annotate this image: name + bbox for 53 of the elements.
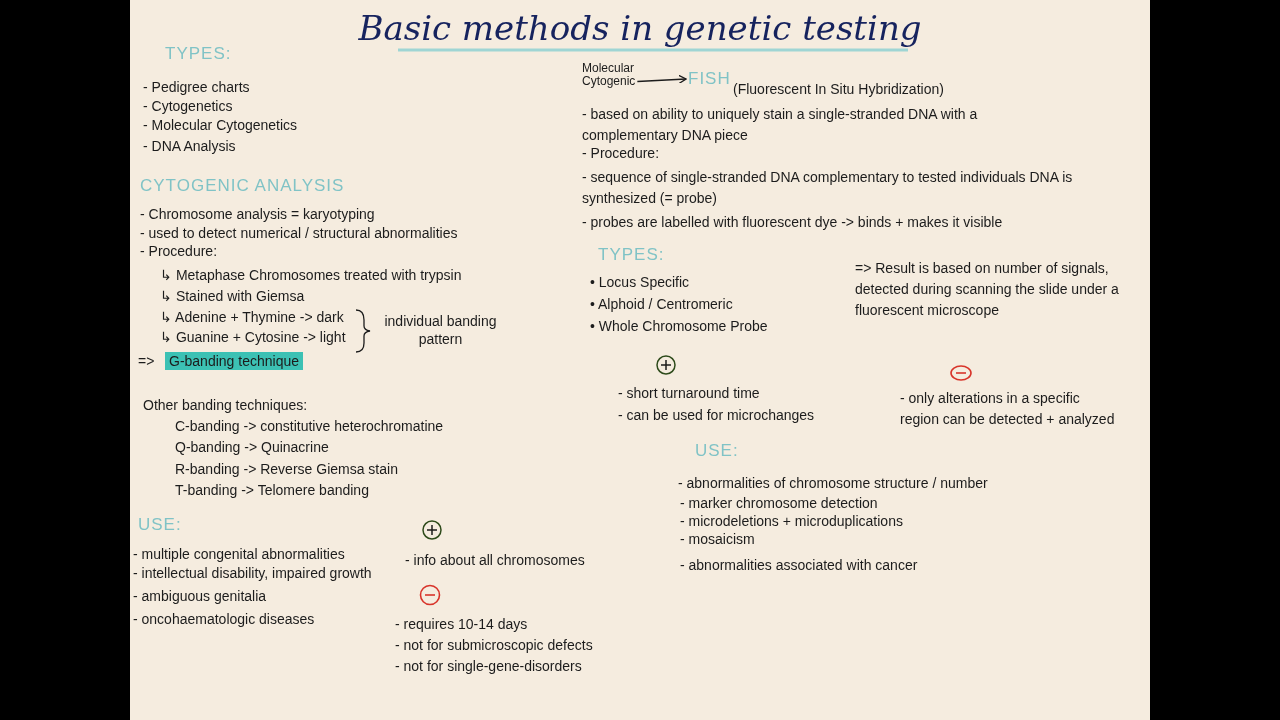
subheading: Other banding techniques: bbox=[143, 396, 308, 414]
list-item: C-banding -> constitutive heterochromatine bbox=[175, 417, 444, 435]
implication-arrow: => bbox=[138, 352, 155, 370]
list-item: - oncohaematologic diseases bbox=[133, 610, 315, 628]
list-item: - abnormalities of chromosome structure / number bbox=[678, 474, 988, 492]
list-item: - Pedigree charts bbox=[143, 78, 250, 96]
bullet-item: • Alphoid / Centromeric bbox=[590, 295, 733, 313]
result-note: => Result is based on number of signals, detected during scanning the slide under a fluorescent microscope bbox=[855, 259, 1120, 320]
section-heading: TYPES: bbox=[598, 246, 665, 264]
highlighted-term: G-banding technique bbox=[165, 352, 303, 370]
disadvantage-item: - requires 10-14 days bbox=[395, 615, 528, 633]
list-item: - marker chromosome detection bbox=[680, 494, 878, 512]
advantage-item: - can be used for microchanges bbox=[618, 406, 815, 424]
section-heading: CYTOGENIC ANALYSIS bbox=[140, 177, 345, 195]
list-item: - probes are labelled with fluorescent dye -> binds + makes it visible bbox=[582, 213, 1003, 231]
list-item: - multiple congenital abnormalities bbox=[133, 545, 345, 563]
disadvantage-item: - only alterations in a specific region can be detected + analyzed bbox=[900, 389, 1115, 429]
procedure-step: ↳ Adenine + Thymine -> dark bbox=[160, 308, 344, 326]
disadvantage-item: - not for submicroscopic defects bbox=[395, 636, 593, 654]
advantage-item: - info about all chromosomes bbox=[405, 551, 585, 569]
disadvantage-item: - not for single-gene-disorders bbox=[395, 657, 582, 675]
list-item: - DNA Analysis bbox=[143, 137, 236, 155]
list-item: Q-banding -> Quinacrine bbox=[175, 438, 329, 456]
procedure-step: ↳ Stained with Giemsa bbox=[160, 287, 305, 305]
list-item: - sequence of single-stranded DNA complementary to tested individuals DNA is synthesized (= probe) bbox=[582, 168, 1074, 208]
method-heading: FISH bbox=[688, 70, 731, 88]
procedure-step: ↳ Guanine + Cytosine -> light bbox=[160, 328, 346, 346]
bullet-item: • Whole Chromosome Probe bbox=[590, 317, 768, 335]
list-item: - based on ability to uniquely stain a single-stranded DNA with a complementary DNA piece bbox=[582, 105, 979, 145]
list-item: - Cytogenetics bbox=[143, 97, 233, 115]
title: Basic methods in genetic testing bbox=[357, 7, 923, 50]
list-item: - microdeletions + microduplications bbox=[680, 512, 903, 530]
node-label: Molecular Cytogenic bbox=[582, 62, 636, 88]
list-item: T-banding -> Telomere banding bbox=[175, 481, 369, 499]
list-item: - Molecular Cytogenetics bbox=[143, 116, 298, 134]
section-heading: USE: bbox=[138, 516, 182, 534]
arrow bbox=[636, 74, 687, 84]
full-name: (Fluorescent In Situ Hybridization) bbox=[733, 80, 944, 98]
list-item: - abnormalities associated with cancer bbox=[680, 556, 918, 574]
list-item: - Chromosome analysis = karyotyping bbox=[140, 205, 375, 223]
list-item: - mosaicism bbox=[680, 530, 755, 548]
advantage-item: - short turnaround time bbox=[618, 384, 760, 402]
brace-note: individual banding pattern bbox=[383, 312, 498, 348]
list-item: R-banding -> Reverse Giemsa stain bbox=[175, 460, 398, 478]
section-heading: USE: bbox=[695, 442, 739, 460]
list-item: - ambiguous genitalia bbox=[133, 587, 267, 605]
bullet-item: • Locus Specific bbox=[590, 273, 690, 291]
procedure-step: ↳ Metaphase Chromosomes treated with trypsin bbox=[160, 266, 462, 284]
list-item: - used to detect numerical / structural abnormalities bbox=[140, 224, 458, 242]
list-item: - Procedure: bbox=[582, 144, 660, 162]
list-item: - Procedure: bbox=[140, 242, 218, 260]
list-item: - intellectual disability, impaired growth bbox=[133, 564, 372, 582]
section-heading: TYPES: bbox=[165, 45, 232, 63]
